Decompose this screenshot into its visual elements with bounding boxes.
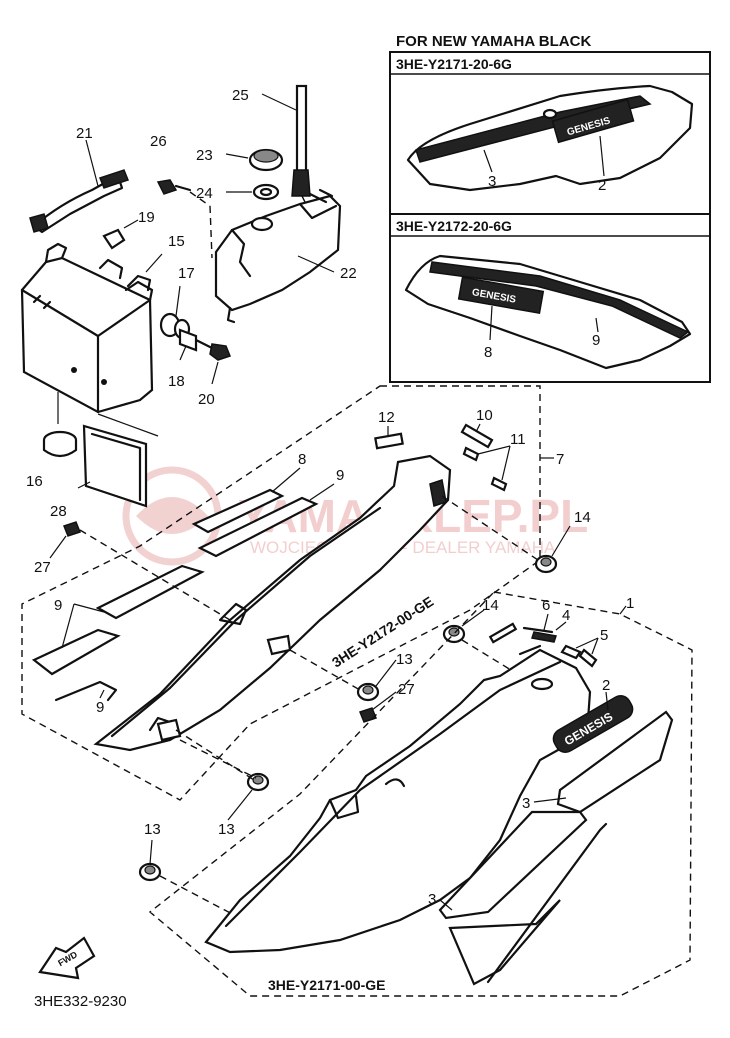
- callout-22: 22: [340, 265, 357, 282]
- callout-17: 17: [178, 265, 195, 282]
- decal-9-left: [31, 564, 205, 702]
- color-variant-box: 3HE-Y2171-20-6G 3HE-Y2172-20-6G GENESIS …: [389, 51, 711, 383]
- collar-18: [178, 328, 198, 361]
- left-side-cover: [93, 423, 539, 752]
- callout-3a: 3: [522, 795, 530, 812]
- callout-13c: 13: [144, 821, 161, 838]
- upper-variant-cover: GENESIS: [406, 84, 694, 192]
- callout-upper-2: 2: [598, 177, 606, 194]
- standoff-left: [156, 718, 255, 781]
- callout-27a: 27: [34, 559, 51, 576]
- callout-15: 15: [168, 233, 185, 250]
- callout-9c: 9: [96, 699, 104, 716]
- callout-24: 24: [196, 185, 213, 202]
- callout-1: 1: [626, 595, 634, 612]
- grommet-14a: [534, 525, 571, 574]
- callout-20: 20: [198, 391, 215, 408]
- callout-16: 16: [26, 473, 43, 490]
- right-side-cover: [204, 613, 599, 954]
- drawing-number: 3HE332-9230: [34, 993, 127, 1010]
- reservoir-22: [214, 188, 342, 324]
- callout-19: 19: [138, 209, 155, 226]
- callout-upper-3: 3: [488, 173, 496, 190]
- cap-23: [225, 148, 284, 172]
- damper-16: [42, 430, 78, 458]
- callout-9a: 9: [336, 467, 344, 484]
- callout-18: 18: [168, 373, 185, 390]
- callout-6: 6: [542, 597, 550, 614]
- callout-2: 2: [602, 677, 610, 694]
- lower-variant-cover: GENESIS: [404, 254, 692, 370]
- upper-variant-code: 3HE-Y2171-20-6G: [396, 56, 512, 72]
- callouts: 1 2 3 3 4 5 6 7 8 9 9 9 10 11 12 13 13 1…: [26, 87, 634, 908]
- callout-26: 26: [150, 133, 167, 150]
- bolt-25: [261, 84, 313, 217]
- grommet-13a: [356, 659, 397, 702]
- fwd-arrow-icon: FWD: [38, 936, 96, 980]
- callout-14b: 14: [482, 597, 499, 614]
- callout-28: 28: [50, 503, 67, 520]
- bracket-15: [126, 253, 163, 292]
- callout-25: 25: [232, 87, 249, 104]
- decal-8: [191, 467, 301, 534]
- left-cover-group-boundary: [21, 385, 541, 801]
- clip-19: [102, 219, 139, 250]
- callout-12: 12: [378, 409, 395, 426]
- lower-variant-code: 3HE-Y2172-20-6G: [396, 218, 512, 234]
- right-cover-code: 3HE-Y2171-00-GE: [268, 977, 386, 993]
- decal-9-upper: [197, 483, 335, 558]
- battery-cover-28: [77, 413, 159, 508]
- grommet-13c: [138, 839, 237, 917]
- callout-lower-9: 9: [592, 332, 600, 349]
- bracket-under: [266, 634, 361, 691]
- grommet-13b: [179, 739, 270, 821]
- callout-13a: 13: [396, 651, 413, 668]
- screw-27a: [49, 521, 231, 621]
- callout-10: 10: [476, 407, 493, 424]
- callout-13b: 13: [218, 821, 235, 838]
- callout-9b: 9: [54, 597, 62, 614]
- callout-3b: 3: [428, 891, 436, 908]
- callout-5: 5: [600, 627, 608, 644]
- damper-17: [159, 285, 191, 340]
- battery-box: [20, 242, 154, 424]
- callout-4: 4: [562, 607, 570, 624]
- callout-14a: 14: [574, 509, 591, 526]
- callout-11: 11: [510, 431, 526, 448]
- callout-lower-8: 8: [484, 344, 492, 361]
- washer-24: [226, 183, 280, 201]
- callout-21: 21: [76, 125, 93, 142]
- color-variant-header: FOR NEW YAMAHA BLACK: [396, 33, 591, 50]
- battery-band: [29, 139, 129, 234]
- callout-7: 7: [556, 451, 564, 468]
- decal-3-lower: [438, 810, 608, 986]
- callout-8: 8: [298, 451, 306, 468]
- bolt-26: [156, 179, 213, 259]
- bolt-20: [195, 339, 231, 385]
- right-cover-group-boundary: [148, 591, 693, 997]
- left-cover-code: 3HE-Y2172-00-GE: [329, 593, 436, 670]
- callout-27b: 27: [398, 681, 415, 698]
- decal-3-upper: [533, 710, 674, 814]
- callout-23: 23: [196, 147, 213, 164]
